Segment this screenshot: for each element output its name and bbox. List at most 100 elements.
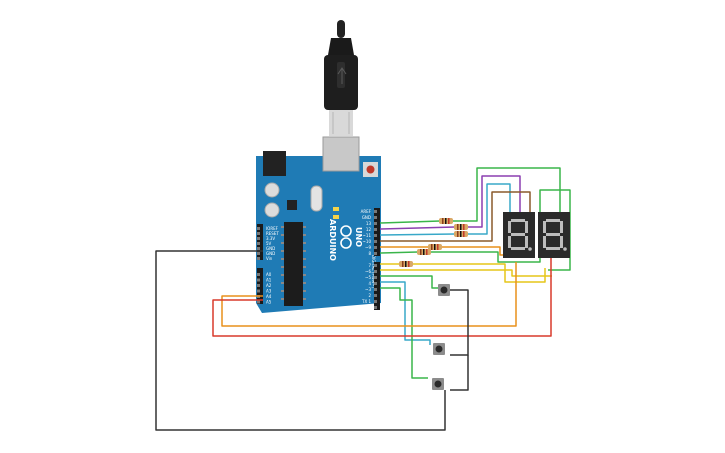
header-pin[interactable]	[374, 210, 377, 213]
push-button-1[interactable]	[438, 284, 450, 296]
header-pin[interactable]	[374, 234, 377, 237]
pin-label: ~6	[365, 269, 371, 274]
resistor-2[interactable]	[454, 224, 468, 230]
arduino-uno-board[interactable]: ARDUINO UNO DIGITAL (PWM~) IOREFRESET3.3…	[256, 136, 381, 313]
pin-label: A3	[266, 289, 272, 294]
header-pin[interactable]	[374, 306, 377, 309]
header-pin[interactable]	[374, 294, 377, 297]
resistor-5[interactable]	[417, 249, 431, 255]
pin-label: 4	[368, 281, 371, 286]
seven-segment-digit-left[interactable]	[503, 212, 535, 258]
header-pin[interactable]	[257, 242, 260, 245]
segment	[511, 219, 525, 222]
header-pin[interactable]	[257, 289, 260, 293]
header-pin[interactable]	[257, 232, 260, 235]
wire-purple-12[interactable]	[379, 226, 456, 230]
header-pin[interactable]	[374, 252, 377, 255]
wire-yellow-seg[interactable]	[412, 263, 546, 283]
wire-brown-10[interactable]	[380, 191, 531, 242]
pin-label: 3.3V	[266, 236, 275, 241]
push-button-3[interactable]	[432, 378, 444, 390]
seven-segment-displays	[503, 212, 570, 258]
wire-black-btn2-3[interactable]	[450, 355, 469, 391]
pin-label: 8	[368, 251, 371, 256]
pin-label: Vin	[266, 256, 273, 261]
pin-label: TX 1	[361, 299, 371, 304]
arduino-logo: ARDUINO UNO	[328, 219, 363, 261]
header-pin[interactable]	[257, 247, 260, 250]
segment	[511, 233, 525, 236]
header-pin[interactable]	[257, 300, 260, 304]
usb-icon	[337, 67, 347, 84]
pin-label: ~9	[365, 245, 371, 250]
wire-orange-seg[interactable]	[442, 246, 505, 256]
header-pin[interactable]	[374, 222, 377, 225]
header-pin[interactable]	[374, 240, 377, 243]
resistor-6[interactable]	[399, 261, 413, 267]
digital-header-top	[374, 208, 380, 256]
header-pin[interactable]	[257, 252, 260, 255]
wire-green-8[interactable]	[379, 251, 419, 254]
wire-orange-common[interactable]	[221, 262, 517, 327]
usb-cable-wire	[337, 20, 345, 38]
header-pin[interactable]	[374, 270, 377, 273]
resistor-1[interactable]	[439, 218, 453, 224]
pin-label: 2	[368, 293, 371, 298]
atmega-chip	[284, 222, 303, 306]
segment	[508, 221, 511, 233]
wire-green-13[interactable]	[379, 220, 441, 224]
decimal-point	[528, 247, 532, 251]
header-pin[interactable]	[374, 282, 377, 285]
pin-label: GND	[266, 246, 275, 251]
header-pin[interactable]	[374, 216, 377, 219]
wire-purple-seg[interactable]	[468, 175, 521, 228]
pin-label: 12	[366, 227, 372, 232]
led-tx	[333, 215, 339, 219]
header-pin[interactable]	[374, 276, 377, 279]
segment	[511, 247, 525, 250]
usb-jack	[322, 136, 360, 172]
wire-teal-4[interactable]	[380, 281, 431, 345]
resistors	[399, 218, 468, 267]
pin-label: A2	[266, 283, 272, 288]
digital-header-label: DIGITAL (PWM~)	[371, 255, 376, 289]
header-pin[interactable]	[257, 278, 260, 282]
capacitor-1	[264, 182, 280, 198]
wire-green-5[interactable]	[380, 275, 438, 289]
header-pin[interactable]	[257, 257, 260, 260]
power-jack	[263, 151, 286, 176]
pin-label: A5	[266, 300, 272, 305]
push-button-2[interactable]	[433, 343, 445, 355]
wire-teal-seg[interactable]	[468, 183, 511, 235]
header-pin[interactable]	[374, 246, 377, 249]
seven-segment-digit-right[interactable]	[538, 212, 570, 258]
resistor-4[interactable]	[428, 244, 442, 250]
header-pin[interactable]	[374, 228, 377, 231]
header-pin[interactable]	[257, 284, 260, 287]
header-pin[interactable]	[374, 288, 377, 291]
wire-green-3[interactable]	[380, 287, 428, 379]
segment	[560, 221, 563, 233]
resistor-3[interactable]	[454, 231, 468, 237]
pin-label: 5V	[266, 241, 272, 246]
segment	[543, 236, 546, 248]
segment	[525, 236, 528, 248]
pin-label: ~5	[365, 275, 371, 280]
wire-yellow-6[interactable]	[380, 269, 552, 277]
wire-black-gnd[interactable]	[155, 250, 446, 431]
wire-teal-11[interactable]	[379, 233, 456, 236]
wire-red-5v[interactable]	[212, 256, 552, 337]
header-pin[interactable]	[374, 264, 377, 267]
header-pin[interactable]	[257, 227, 260, 230]
pin-label: AREF	[361, 209, 372, 214]
segment	[546, 233, 560, 236]
small-ic	[287, 200, 297, 210]
header-pin[interactable]	[257, 237, 260, 240]
header-pin[interactable]	[374, 300, 377, 303]
wire-black-btn1-2[interactable]	[450, 289, 469, 356]
segment	[543, 221, 546, 233]
header-pin[interactable]	[257, 273, 260, 276]
